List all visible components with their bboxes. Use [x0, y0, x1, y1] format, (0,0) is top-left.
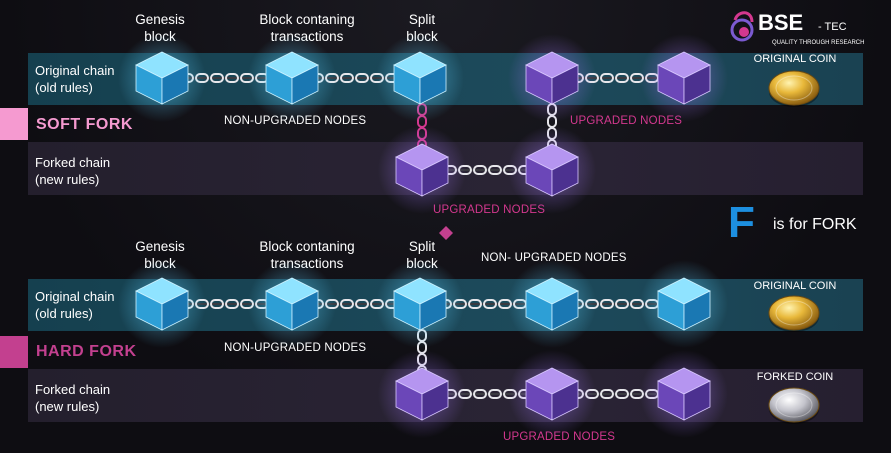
- block-cube-purple: [508, 350, 596, 438]
- fork-letter: F: [728, 198, 755, 247]
- soft-upgraded-nodes-label-bottom: UPGRADED NODES: [433, 204, 546, 216]
- soft-original-chain-label: Original chain (old rules): [35, 63, 115, 95]
- blocks: [118, 34, 728, 438]
- hard-forked-coin-label: FORKED COIN: [756, 371, 834, 383]
- block-cube-blue: [640, 260, 728, 348]
- divider-diamond: [439, 226, 453, 240]
- hard-original-coin-icon: [768, 295, 820, 332]
- block-cube-blue: [376, 260, 464, 348]
- soft-original-coin-icon: [768, 70, 820, 107]
- soft-fork-title: SOFT FORK: [36, 116, 133, 133]
- block-cube-purple: [378, 350, 466, 438]
- hard-non-upgraded-nodes-label: NON-UPGRADED NODES: [224, 342, 367, 354]
- block-cube-purple: [508, 126, 596, 214]
- block-cube-purple: [640, 350, 728, 438]
- logo-name: BSE: [758, 10, 803, 35]
- chain-links: [162, 73, 689, 399]
- hard-fork-title: HARD FORK: [36, 343, 137, 360]
- block-cube-purple: [640, 34, 728, 122]
- hard-forked-chain-label: Forked chain (new rules): [35, 382, 111, 414]
- fork-tagline-text: is for FORK: [773, 216, 857, 233]
- block-cube-blue: [508, 260, 596, 348]
- coins: [768, 70, 820, 424]
- hard-forked-coin-icon: [768, 387, 820, 424]
- hard-fork-tag: [0, 336, 28, 368]
- block-cube-blue: [118, 260, 206, 348]
- block-cube-purple: [508, 34, 596, 122]
- block-cube-blue: [248, 34, 336, 122]
- soft-original-coin-label: ORIGINAL COIN: [753, 53, 837, 65]
- block-cube-purple: [378, 126, 466, 214]
- soft-upgraded-nodes-label-top: UPGRADED NODES: [570, 115, 683, 127]
- hard-original-coin-label: ORIGINAL COIN: [753, 280, 837, 292]
- soft-header-transactions: Block contaning transactions: [259, 12, 355, 44]
- hard-original-chain-label: Original chain (old rules): [35, 289, 115, 321]
- block-cube-blue: [118, 34, 206, 122]
- block-cube-blue: [248, 260, 336, 348]
- hard-non-upgraded-nodes-top-label: NON- UPGRADED NODES: [481, 252, 627, 264]
- soft-forked-chain-label: Forked chain (new rules): [35, 155, 111, 187]
- soft-fork-tag: [0, 108, 28, 140]
- block-cube-blue: [376, 34, 464, 122]
- logo-suffix: - TEC: [818, 21, 847, 33]
- logo-tagline: QUALITY THROUGH RESEARCH: [772, 40, 864, 46]
- bse-logo-icon: [730, 11, 754, 42]
